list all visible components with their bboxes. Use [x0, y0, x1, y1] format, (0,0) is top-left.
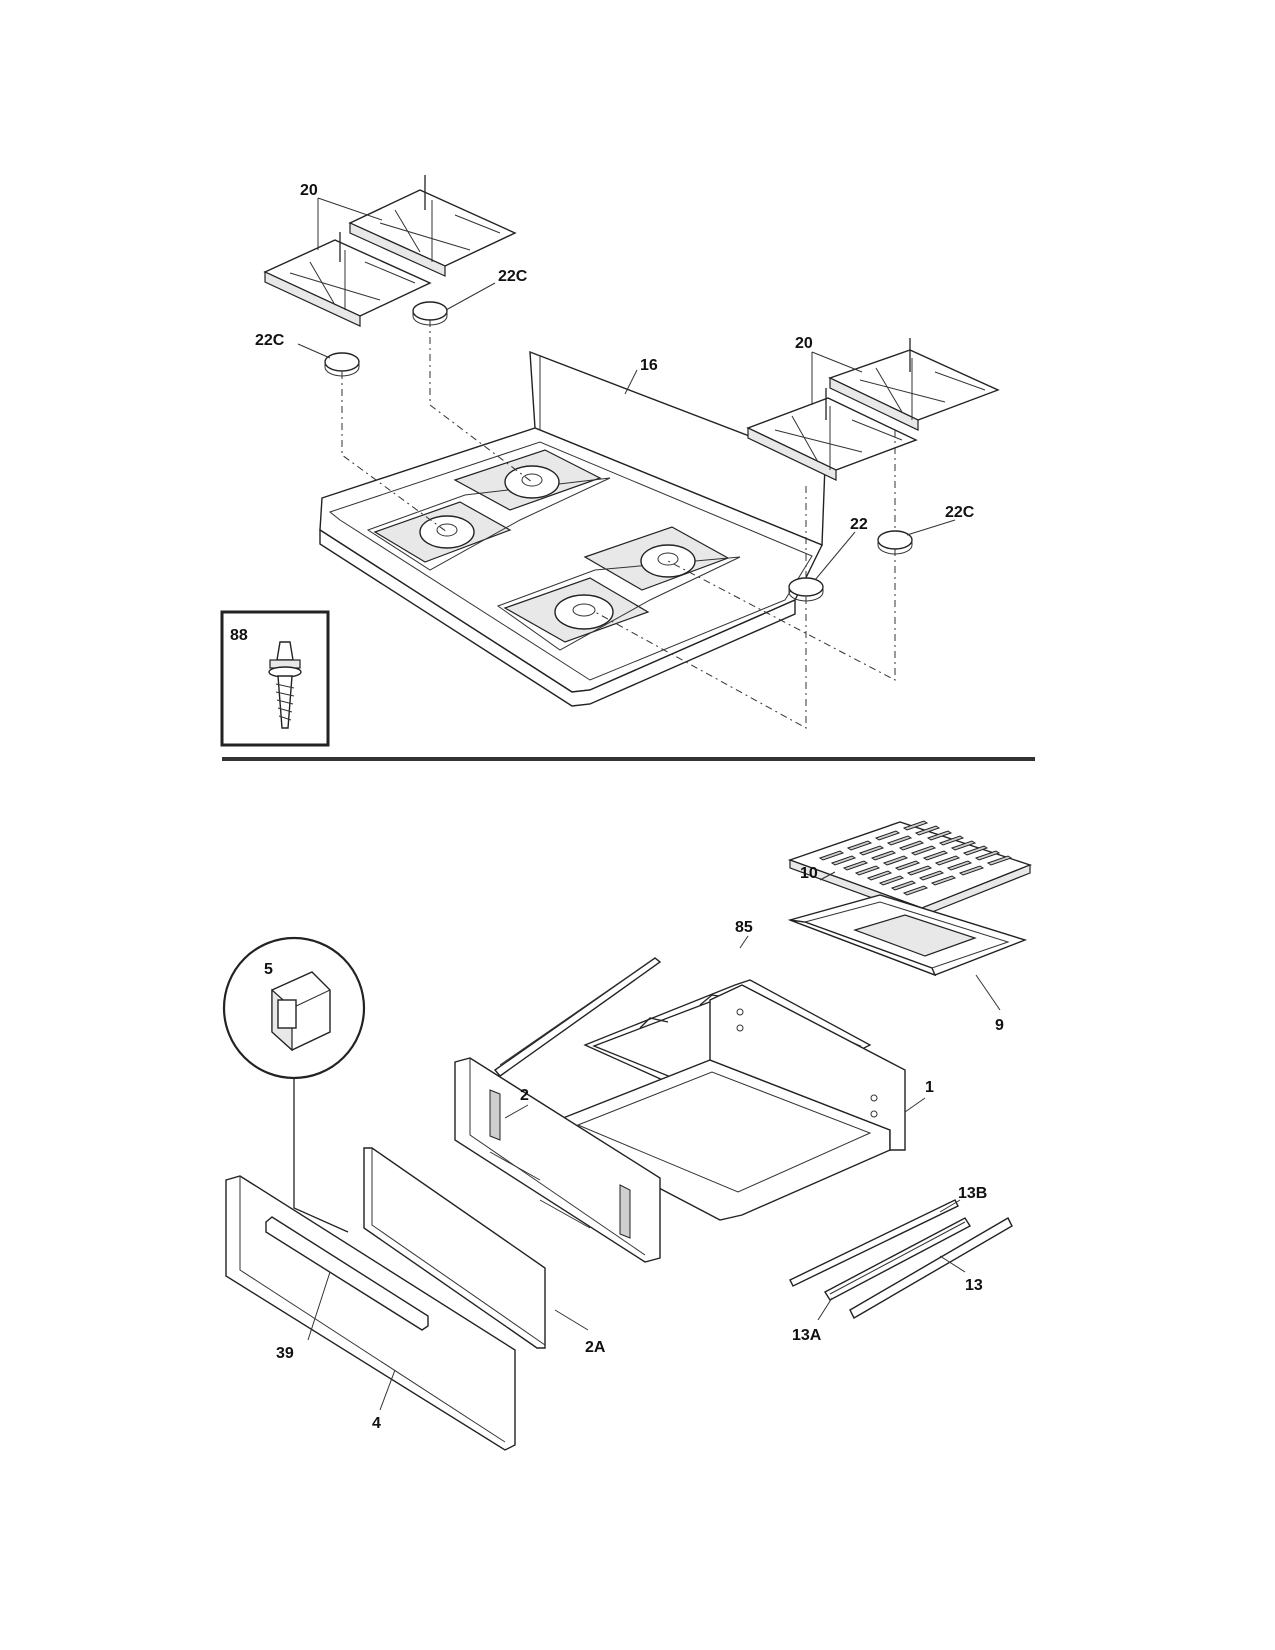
grid-slot	[830, 855, 857, 866]
grid-slot	[986, 855, 1013, 866]
grid-slot	[974, 850, 1001, 861]
callout-10: 10	[800, 865, 818, 882]
grid-slot	[902, 885, 929, 896]
grid-slot	[926, 830, 953, 841]
grate-pair-left	[263, 175, 517, 327]
callout-2: 2	[520, 1087, 529, 1104]
grid-slot	[898, 840, 925, 851]
grid-slot	[922, 850, 949, 861]
grid-slot	[946, 860, 973, 871]
callout-20-left: 20	[300, 182, 318, 199]
drawer-body	[557, 984, 906, 1221]
grid-slot	[874, 830, 901, 841]
grid-slot	[958, 865, 985, 876]
callout-22c-lower: 22C	[255, 332, 285, 349]
callout-20-right: 20	[795, 335, 813, 352]
broil-pan	[787, 894, 1028, 977]
drawer-handle	[265, 1216, 429, 1331]
callout-85: 85	[735, 919, 753, 936]
grid-slot	[894, 860, 921, 871]
grid-slot	[962, 845, 989, 856]
side-glide-left	[493, 957, 662, 1077]
leaders-top	[297, 197, 956, 581]
grid-slot	[878, 875, 905, 886]
grid-slot	[882, 855, 909, 866]
screw-inset	[220, 610, 330, 747]
callout-13b: 13B	[958, 1185, 987, 1202]
bumper-inset	[222, 936, 366, 1233]
grid-slot	[866, 870, 893, 881]
grid-slot	[938, 835, 965, 846]
grid-slot	[890, 880, 917, 891]
callout-9: 9	[995, 1017, 1004, 1034]
glide-13a	[824, 1217, 971, 1301]
callout-5: 5	[264, 961, 273, 978]
grid-slot	[934, 855, 961, 866]
callout-22: 22	[850, 516, 868, 533]
grid-slot	[902, 820, 929, 831]
callout-22c-upper: 22C	[498, 268, 528, 285]
broil-grid	[787, 820, 1033, 917]
burner-cap	[324, 352, 360, 377]
leaders-bottom	[307, 871, 1001, 1411]
glide-13	[849, 1217, 1013, 1319]
callout-16: 16	[640, 357, 658, 374]
grate-pair-right	[746, 338, 1000, 481]
callout-1: 1	[925, 1079, 934, 1096]
callout-88: 88	[230, 627, 248, 644]
callout-2a: 2A	[585, 1339, 606, 1356]
grid-slot	[842, 860, 869, 871]
grid-slot	[886, 835, 913, 846]
grid-slot	[950, 840, 977, 851]
grid-slot	[910, 845, 937, 856]
glide-13b	[789, 1199, 959, 1287]
grid-slot	[930, 875, 957, 886]
grid-slot	[906, 865, 933, 876]
callout-13a: 13A	[792, 1327, 822, 1344]
drawer-liner	[363, 1147, 546, 1349]
callout-labels: 20 22C 22C 16 20 22 22C 88 10 85 9 1 2 5…	[230, 182, 1004, 1432]
callout-39: 39	[276, 1345, 294, 1362]
cooktop	[319, 350, 826, 707]
grid-slot	[846, 840, 873, 851]
assembly-lines	[341, 320, 896, 729]
callout-4: 4	[372, 1415, 381, 1432]
grid-slot	[858, 845, 885, 856]
grid-slot	[914, 825, 941, 836]
grid-slot	[918, 870, 945, 881]
grid-slot	[818, 850, 845, 861]
grid-slot	[854, 865, 881, 876]
callout-13: 13	[965, 1277, 983, 1294]
grid-slot	[870, 850, 897, 861]
callout-22c-right: 22C	[945, 504, 975, 521]
drawer-back	[454, 1057, 661, 1263]
